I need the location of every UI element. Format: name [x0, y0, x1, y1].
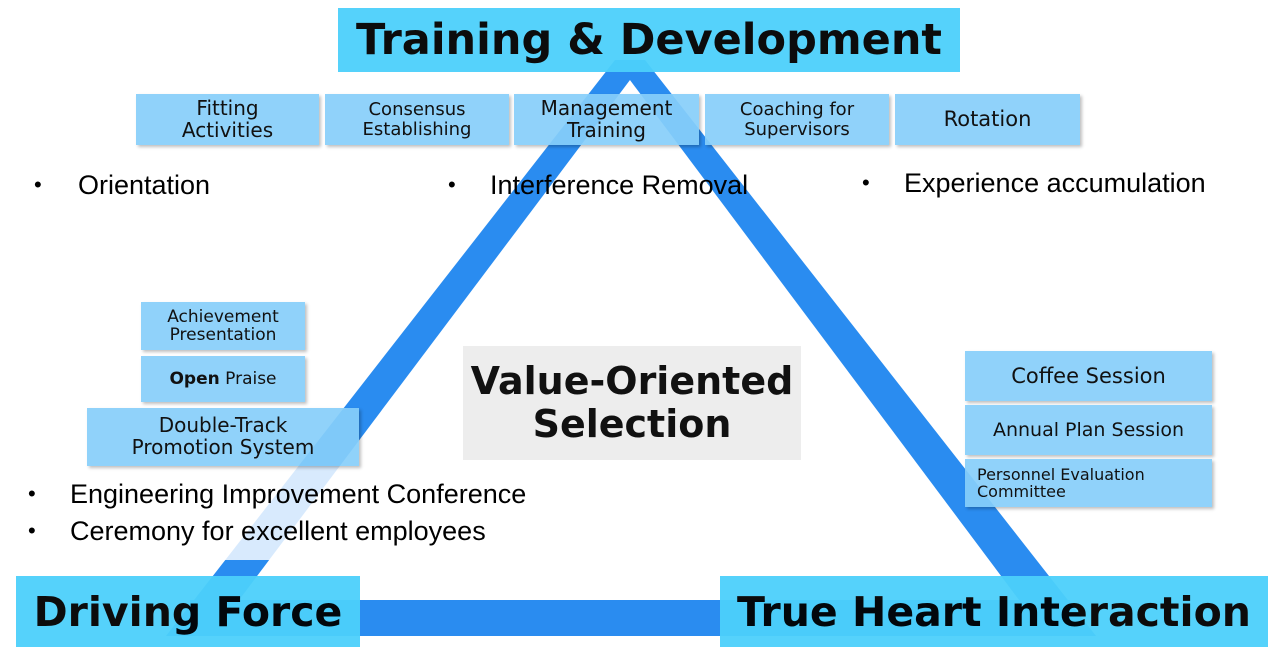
activity-achievement-line2: Presentation [169, 325, 277, 345]
bullet-experience-accumulation-text: Experience accumulation [904, 167, 1206, 198]
activity-rotation-label: Rotation [943, 107, 1032, 132]
bullet-orientation-text: Orientation [78, 169, 211, 200]
activity-management-training-line2: Training [567, 117, 646, 142]
title-driving-force-text: Driving Force [33, 587, 343, 636]
center-line2: Selection [532, 402, 732, 446]
activity-consensus-establishing-line2: Establishing [362, 118, 472, 140]
bullet-marker: • [862, 170, 870, 195]
activity-open-praise-rest: Praise [219, 368, 277, 389]
activity-annual-plan-session: Annual Plan Session [965, 405, 1212, 455]
bullet-interference-removal-text: Interference Removal [490, 169, 749, 200]
activity-double-track-line2: Promotion System [131, 435, 315, 459]
bullet-marker: • [28, 481, 36, 506]
left-bullets-panel [14, 466, 584, 560]
activity-open-praise-bold: Open [169, 368, 220, 389]
activity-management-training-line1: Management [540, 95, 673, 120]
title-driving-force: Driving Force [16, 576, 360, 647]
activity-coffee-session-label: Coffee Session [1011, 363, 1166, 388]
bullet-experience-accumulation: • Experience accumulation [862, 166, 1206, 200]
activity-annual-plan-session-label: Annual Plan Session [992, 418, 1185, 441]
bullet-marker: • [28, 518, 36, 543]
activity-fitting-activities-line2: Activities [181, 117, 274, 142]
activity-coaching-supervisors-line2: Supervisors [744, 118, 850, 140]
activity-open-praise: Open Praise [141, 356, 305, 402]
activity-personnel-evaluation-line1: Personnel Evaluation [977, 464, 1145, 484]
title-training-development: Training & Development [338, 8, 960, 72]
bullet-marker: • [448, 172, 456, 197]
bullet-ceremony-excellent: • Ceremony for excellent employees [28, 515, 486, 547]
activity-coffee-session: Coffee Session [965, 351, 1212, 401]
activity-personnel-evaluation-line2: Committee [977, 482, 1066, 501]
bullet-engineering-improvement-text: Engineering Improvement Conference [70, 478, 527, 509]
title-training-development-text: Training & Development [355, 15, 942, 65]
title-true-heart-interaction: True Heart Interaction [720, 576, 1268, 647]
title-true-heart-interaction-text: True Heart Interaction [737, 587, 1251, 636]
activity-fitting-activities-line1: Fitting [196, 95, 259, 120]
activity-double-track-line1: Double-Track [158, 413, 288, 438]
activity-rotation: Rotation [895, 94, 1080, 145]
bullet-engineering-improvement: • Engineering Improvement Conference [28, 478, 526, 510]
bullet-interference-removal: • Interference Removal [448, 168, 748, 202]
activity-consensus-establishing-line1: Consensus [368, 99, 466, 121]
activity-coaching-supervisors-line1: Coaching for [739, 99, 855, 121]
activity-achievement-line1: Achievement [167, 306, 279, 327]
bullet-marker: • [34, 172, 42, 197]
bullet-orientation: • Orientation [34, 168, 210, 202]
center-line1: Value-Oriented [470, 359, 794, 404]
bullet-ceremony-excellent-text: Ceremony for excellent employees [70, 515, 486, 546]
